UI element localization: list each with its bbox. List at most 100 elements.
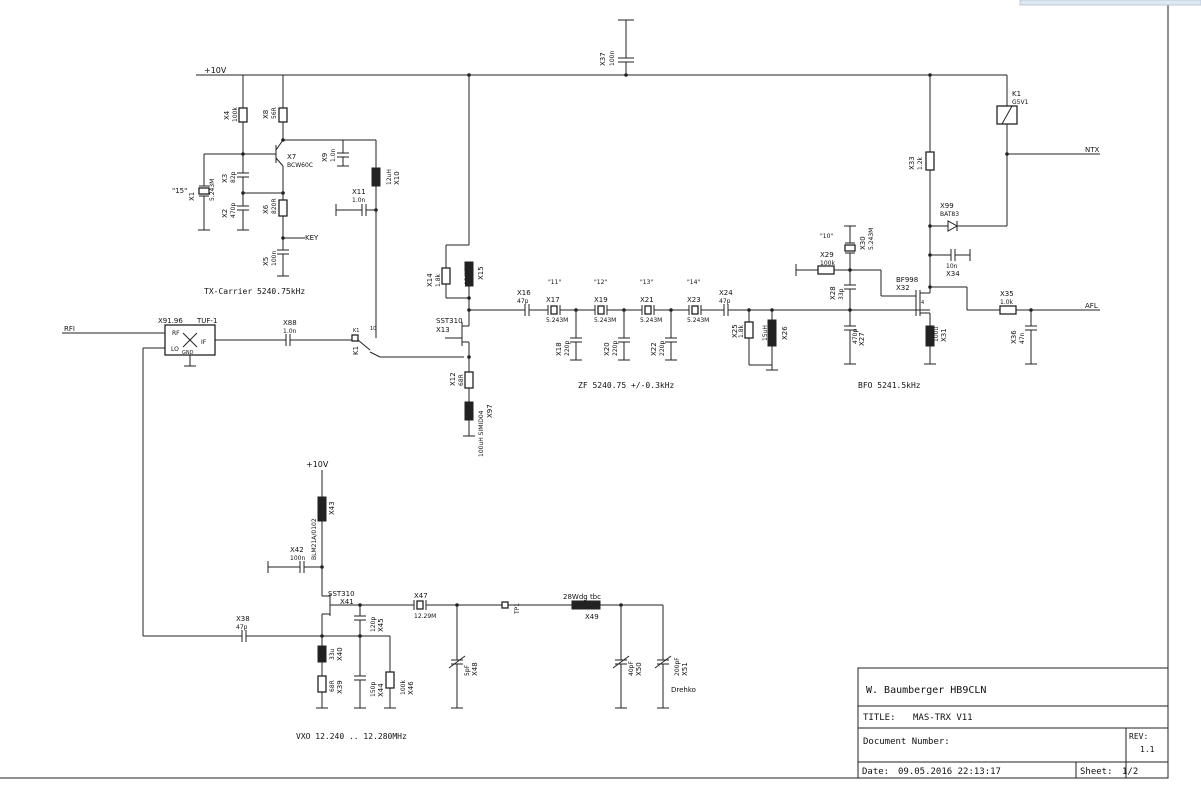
vxo-oscillator: +10V X43 BLM21A/0102 X42 100n SST310 X41… xyxy=(236,460,696,709)
label-crystal-tags-t14: "14" xyxy=(687,279,700,286)
label-parts-x41: X41 xyxy=(340,598,354,606)
label-parts-x26v: 15uH xyxy=(762,325,769,341)
label-parts-x47v: 12.29M xyxy=(414,613,436,620)
label-parts-x24: X24 xyxy=(719,289,733,297)
label-title-block-docnum-label: Document Number: xyxy=(863,737,950,747)
label-parts-rf: RF xyxy=(172,330,180,337)
label-parts-x24v: 47p xyxy=(719,298,731,305)
label-parts-x44v: 150p xyxy=(370,682,377,697)
label-parts-x42: X42 xyxy=(290,546,304,554)
label-parts-x8: X8 xyxy=(262,110,270,119)
label-parts-x30: X30 xyxy=(859,236,867,250)
label-parts-x33: X33 xyxy=(908,156,916,170)
label-parts-x49: X49 xyxy=(585,613,599,621)
label-parts-x42v: 100n xyxy=(290,555,305,562)
pin-label-95: 4 xyxy=(921,300,924,306)
label-parts-x48v: 5pF xyxy=(464,664,471,676)
label-parts-x36v: 47n xyxy=(1019,332,1026,344)
label-parts-x34: X34 xyxy=(946,270,960,278)
label-parts-x88: X88 xyxy=(283,319,297,327)
label-parts-lo: LO xyxy=(171,346,179,353)
label-parts-k1: K1 xyxy=(352,346,360,355)
label-parts-x5v: 100n xyxy=(271,251,278,266)
label-parts-k1r: K1 xyxy=(1012,90,1021,98)
label-parts-x10v: 12uH xyxy=(386,169,393,185)
label-parts-x31: X31 xyxy=(940,328,948,342)
window-corner-decoration xyxy=(1019,0,1201,6)
label-nets-rfi: RFI xyxy=(64,325,75,333)
label-nets-plus10v-top: +10V xyxy=(204,66,227,75)
label-parts-tp1: TP1 xyxy=(514,603,521,615)
label-parts-x11: X11 xyxy=(352,188,366,196)
label-parts-x8v: 56R xyxy=(271,107,278,119)
label-parts-x12: X12 xyxy=(449,372,457,386)
label-parts-x97: X97 xyxy=(486,404,494,418)
label-parts-x22: X22 xyxy=(650,342,658,356)
label-parts-x38v: 47p xyxy=(236,624,248,631)
label-parts-x39: X39 xyxy=(336,680,344,694)
relay-k1-contact: K1 K1 10 xyxy=(351,326,464,358)
label-parts-x15v: 15uH xyxy=(460,271,467,287)
label-parts-x51v: 200pF xyxy=(674,657,681,676)
drawing-title: MAS-TRX V11 xyxy=(913,713,973,723)
label-parts-x40v: 33u xyxy=(329,648,336,660)
label-parts-x46v: 100k xyxy=(400,680,407,695)
label-parts-x7: X7 xyxy=(287,153,296,161)
label-nets-afl: AFL xyxy=(1085,302,1098,310)
label-parts-x13v: SST310 xyxy=(436,317,463,325)
pin-label-39: 10 xyxy=(370,326,376,332)
label-nets-ntx: NTX xyxy=(1085,146,1100,154)
label-parts-x99: X99 xyxy=(940,202,954,210)
label-parts-x34v: 10n xyxy=(946,263,958,270)
label-parts-x99v: BAT83 xyxy=(940,211,959,218)
label-parts-x1v: 5.243M xyxy=(209,179,216,201)
label-parts-x45: X45 xyxy=(377,618,385,632)
crystal-ladder-filter: X16 47p "11" X17 5.243M X18 220p "12" X1… xyxy=(517,279,930,371)
revision-value: 1.1 xyxy=(1140,745,1155,754)
label-parts-x9v: 1.0n xyxy=(330,148,337,162)
supply-rail-10v: +10V X37 100n xyxy=(196,19,1007,77)
label-parts-x36: X36 xyxy=(1010,330,1018,344)
label-parts-x2: X2 xyxy=(221,209,229,218)
label-parts-x44: X44 xyxy=(377,683,385,697)
label-title-block-title-label: TITLE: xyxy=(863,713,896,723)
label-parts-x32v: BF998 xyxy=(896,276,918,284)
label-parts-x48: X48 xyxy=(471,662,479,676)
label-nets-key: KEY xyxy=(305,234,319,242)
label-parts-x18v: 220p xyxy=(564,341,571,356)
label-parts-x4v: 100k xyxy=(232,107,239,122)
label-parts-x23v: 5.243M xyxy=(687,317,709,324)
label-parts-gnd: GND xyxy=(182,350,194,356)
label-parts-x4: X4 xyxy=(223,110,231,120)
label-parts-x3: X3 xyxy=(221,174,229,183)
label-parts-x50: X50 xyxy=(635,662,643,676)
label-parts-x19v: 5.243M xyxy=(594,317,616,324)
label-vxo: VXO 12.240 .. 12.280MHz xyxy=(296,732,407,741)
label-parts-x32: X32 xyxy=(896,284,910,292)
label-title-block-sheet-label: Sheet: xyxy=(1080,767,1113,777)
label-crystal-tags-t13: "13" xyxy=(640,279,653,286)
label-parts-x43: X43 xyxy=(328,501,336,515)
label-parts-x45v: 120p xyxy=(370,617,377,632)
label-parts-x91: X91.96 xyxy=(158,317,183,325)
label-crystal-tags-t12: "12" xyxy=(594,279,607,286)
label-parts-x47: X47 xyxy=(414,592,428,600)
author-text: W. Baumberger HB9CLN xyxy=(866,685,986,696)
label-parts-x28: X28 xyxy=(829,286,837,300)
label-parts-x27v: 470p xyxy=(852,329,859,344)
label-parts-if: IF xyxy=(201,339,207,346)
label-parts-x15: X15 xyxy=(477,266,485,280)
label-parts-x23: X23 xyxy=(687,296,701,304)
label-zf: ZF 5240.75 +/-0.3kHz xyxy=(578,381,675,390)
label-parts-k1rv: G5V1 xyxy=(1012,99,1029,106)
label-parts-x41v: SST310 xyxy=(328,590,355,598)
label-parts-x14v: 1.8k xyxy=(435,273,442,287)
label-parts-x50v: 40pF xyxy=(628,661,635,676)
label-crystal-tags-t10: "10" xyxy=(820,233,833,240)
label-parts-x14: X14 xyxy=(426,273,434,287)
sheet-value: 1/2 xyxy=(1122,767,1138,777)
label-parts-x9: X9 xyxy=(321,153,329,162)
tx-carrier-oscillator: X4 100k X8 56R X7 BCW60C X9 1.0n X10 12u… xyxy=(172,75,401,330)
label-parts-tuf: TUF-1 xyxy=(196,317,217,325)
